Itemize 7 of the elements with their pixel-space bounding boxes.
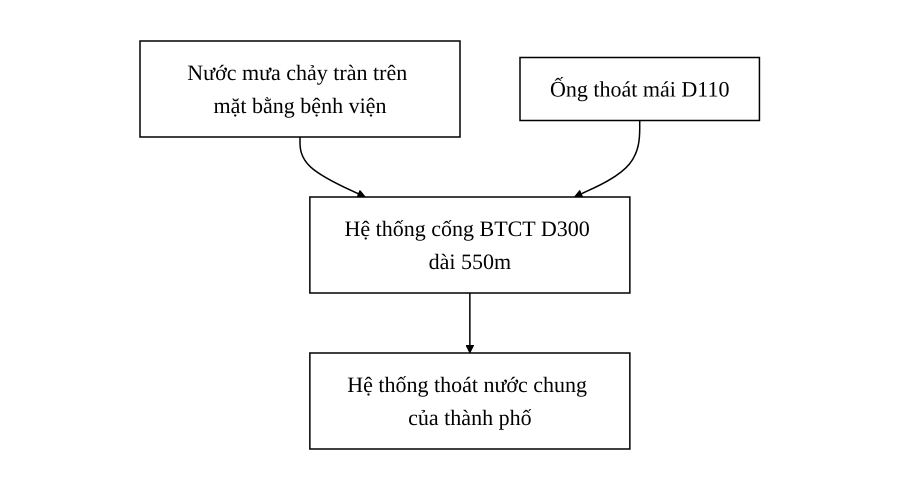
node-box: Ống thoát mái D110 [519,56,760,122]
node-box: Nước mưa chảy tràn trên mặt bằng bệnh viện [139,40,461,138]
arrow [299,137,366,198]
node-box: Hệ thống cống BTCT D300 dài 550m [308,196,630,294]
arrow [574,120,640,198]
arrow [465,293,474,354]
node-box: Hệ thống thoát nước chung của thành phố [308,352,630,450]
